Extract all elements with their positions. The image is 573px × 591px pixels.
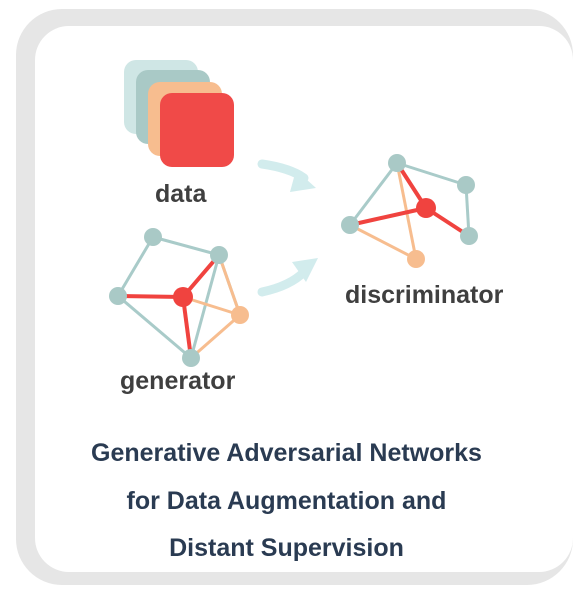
caption-line-1: Generative Adversarial Networks [91,439,482,467]
caption-line-2: for Data Augmentation and [126,487,447,515]
generator-graph [109,228,249,367]
discriminator-label: discriminator [345,281,504,309]
arrow-icon [257,159,316,192]
generator-label: generator [120,367,236,395]
arrow-icon [257,258,318,297]
data-stack-icon [124,60,234,167]
data-label: data [155,180,207,208]
discriminator-graph [341,154,478,268]
caption-line-3: Distant Supervision [169,534,404,562]
